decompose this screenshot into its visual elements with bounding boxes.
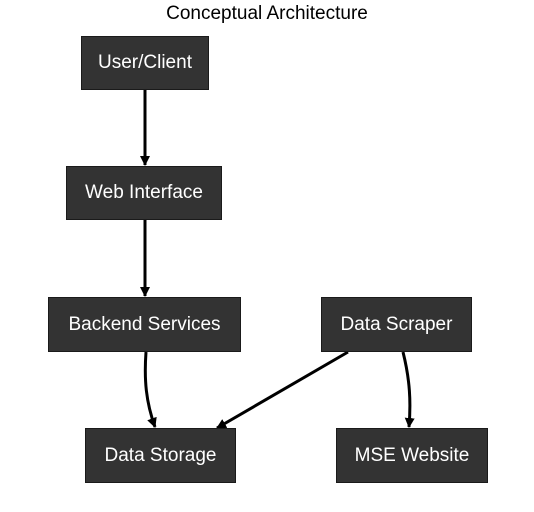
node-label: Web Interface [85,182,203,203]
edge-scraper-to-storage [216,350,349,430]
node-backend-services: Backend Services [48,297,241,352]
edge-scraper-to-mse [401,351,415,428]
node-web-interface: Web Interface [66,166,222,220]
node-data-storage: Data Storage [85,428,236,483]
node-data-scraper: Data Scraper [321,297,472,352]
node-label: Backend Services [68,313,221,335]
node-user-client: User/Client [81,36,209,90]
node-label: MSE Website [354,444,470,466]
diagram-title: Conceptual Architecture [166,3,368,24]
edge-backend-to-storage [143,351,157,428]
node-label: User/Client [98,52,192,73]
node-mse-website: MSE Website [336,428,488,483]
node-label: Data Storage [104,444,217,466]
node-label: Data Scraper [340,313,453,335]
